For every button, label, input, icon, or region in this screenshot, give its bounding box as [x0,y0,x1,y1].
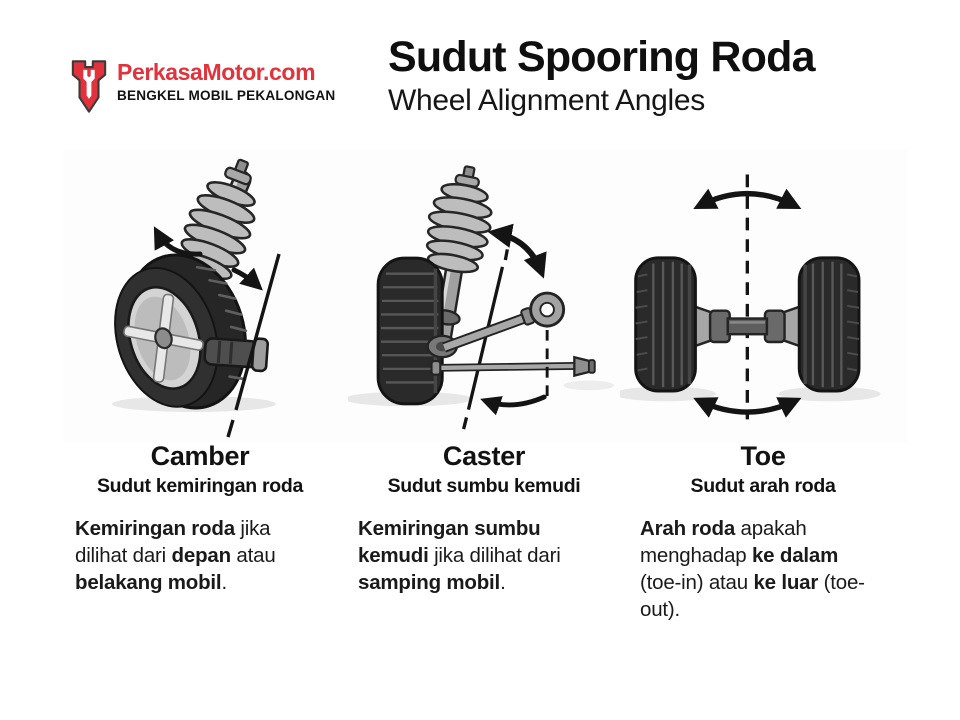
page-title: Sudut Spooring Roda [388,33,815,81]
section-description: Kemiringan sumbu kemudi jika dilihat dar… [358,517,561,594]
tilted-wheel [114,253,251,410]
logo-tagline: BENGKEL MOBIL PEKALONGAN [117,87,336,103]
section-description: Kemiringan roda jika dilihat dari depan … [75,517,276,594]
logo: PerkasaMotor.com BENGKEL MOBIL PEKALONGA… [70,58,342,116]
section-subheading: Sudut kemiringan roda [96,475,304,497]
toe-illustration [620,174,881,420]
caster-section: Caster Sudut sumbu kemudi Kemiringan sum… [348,152,620,596]
left-wheel [634,256,697,393]
strut-top-cap [224,158,252,186]
caster-illustration [348,165,615,430]
tilt-arrow-left [153,226,203,257]
wrench-pennant-icon [71,60,107,113]
ground-shadow-right [778,386,881,402]
tire-side-view [376,256,444,406]
lower-rod [430,355,596,378]
camber-reference-line [226,253,281,438]
logo-text: PerkasaMotor.com BENGKEL MOBIL PEKALONGA… [117,58,342,104]
strut-top-cap [454,165,480,188]
section-heading: Camber [150,441,250,471]
toe-section: Toe Sudut arah roda Arah roda apakah men… [620,152,906,623]
axle-stub [203,337,270,373]
section-subheading: Sudut sumbu kemudi [387,475,581,497]
axle-assembly [691,304,804,349]
page-header: Sudut Spooring Roda Wheel Alignment Angl… [388,34,815,118]
ground-shadow-small [563,380,615,391]
camber-section: Camber Sudut kemiringan roda Kemiringan … [64,152,336,596]
section-heading: Caster [442,441,526,471]
tilt-arrow-right [231,267,263,291]
section-description: Arah roda apakah menghadap ke dalam (toe… [640,517,865,621]
right-wheel [797,256,861,393]
camber-illustration [112,158,281,438]
toe-arrow-bottom [693,397,802,418]
page-subtitle: Wheel Alignment Angles [388,84,705,118]
coil-spring [425,182,493,274]
tie-rod [442,291,566,353]
logo-site-name: PerkasaMotor.com [117,59,316,85]
toe-arrow-top [693,188,802,209]
caster-bottom-arrow [480,394,547,416]
caster-swing-arrow [487,223,547,279]
section-heading: Toe [740,441,786,471]
ground-shadow-left [620,386,716,402]
section-subheading: Sudut arah roda [690,475,836,497]
